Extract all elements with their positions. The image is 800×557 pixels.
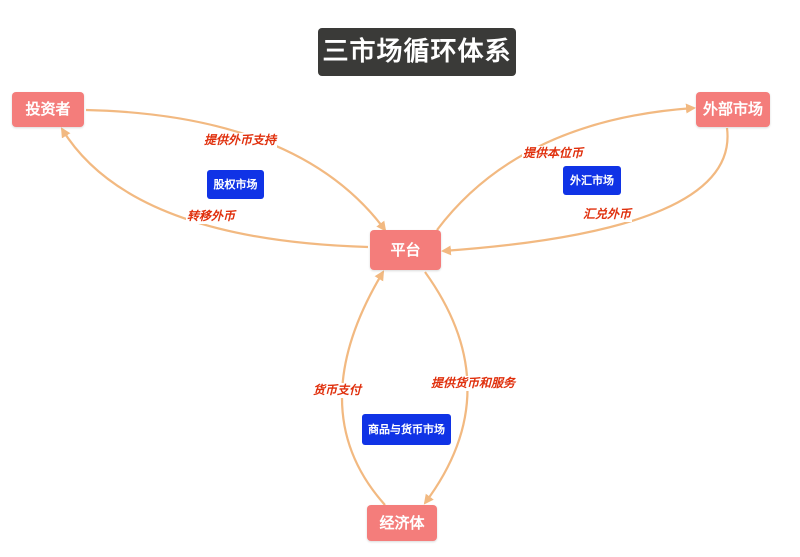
edge-external-to-platform: [441, 127, 729, 256]
node-external-market: 外部市场: [696, 92, 770, 127]
edge-label-external-to-platform: 汇兑外币: [582, 207, 633, 222]
edge-label-platform-to-external: 提供本位币: [522, 146, 585, 161]
market-goods-currency: 商品与货币市场: [362, 414, 451, 445]
edge-label-platform-to-economy: 提供货币和服务: [430, 376, 517, 391]
edge-label-platform-to-investor: 转移外币: [186, 209, 237, 224]
edge-label-investor-to-platform: 提供外币支持: [203, 133, 278, 148]
node-investor: 投资者: [12, 92, 84, 127]
edge-label-economy-to-platform: 货币支付: [312, 383, 363, 398]
market-fx: 外汇市场: [563, 166, 621, 195]
node-platform: 平台: [370, 230, 441, 270]
edge-platform-to-external: [436, 103, 696, 231]
edge-economy-to-platform: [340, 270, 386, 506]
diagram-title: 三市场循环体系: [318, 28, 516, 76]
market-equity: 股权市场: [207, 170, 264, 199]
edge-platform-to-investor: [60, 127, 369, 249]
node-economy: 经济体: [367, 505, 437, 541]
